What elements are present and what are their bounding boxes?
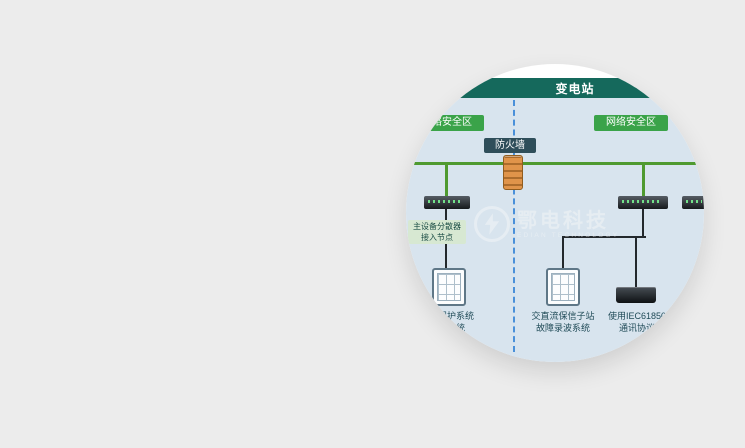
security-zone-badge-right: 网络安全区	[594, 115, 668, 131]
caption-left-line2: 测控系统	[428, 323, 465, 333]
brand-text: 鄂电科技 EDIAN TECHNOLOGY	[517, 210, 619, 239]
caption-middle-device: 交直流保信子站 故障录波系统	[524, 310, 602, 334]
substation-title: 变电站	[555, 81, 595, 96]
switch-led-strip	[686, 200, 702, 203]
network-switch-left	[424, 196, 470, 209]
caption-left-device: 继电保护系统 测控系统	[408, 310, 486, 334]
access-node-note-line1: 主设备分散器	[413, 222, 461, 231]
network-bus-line	[412, 162, 700, 165]
caption-left-line1: 继电保护系统	[419, 311, 474, 321]
connector-recorder-device	[635, 236, 637, 288]
caption-right-line2: 通讯协议	[618, 323, 655, 333]
firewall-icon	[503, 155, 523, 190]
switch-led-strip	[428, 200, 462, 203]
firewall-label: 防火墙	[484, 138, 536, 153]
access-node-note: 主设备分散器 接入节点	[408, 220, 466, 244]
brand-watermark: 鄂电科技 EDIAN TECHNOLOGY	[474, 206, 619, 242]
connector-right-switch-down	[642, 209, 644, 237]
lightning-bolt-icon	[484, 213, 500, 235]
brand-logo-icon	[474, 206, 510, 242]
protection-device-middle	[546, 268, 580, 306]
device-panel-grid	[551, 273, 575, 301]
caption-middle-line1: 交直流保信子站	[531, 311, 595, 321]
bus-uplink-left	[445, 164, 448, 196]
brand-subtitle: EDIAN TECHNOLOGY	[517, 231, 620, 239]
connector-right-branch	[562, 236, 646, 238]
bus-uplink-right	[642, 164, 645, 196]
network-switch-right	[618, 196, 668, 209]
caption-middle-line2: 故障录波系统	[535, 323, 590, 333]
network-switch-clipped	[682, 196, 704, 209]
brand-name: 鄂电科技	[517, 209, 609, 232]
protection-device-left	[432, 268, 466, 306]
network-diagram-circle: 变电站 网络安全区 网络安全区 防火墙 主设备分散器 接入节点	[406, 64, 704, 362]
caption-right-line1: 使用IEC61850	[607, 311, 667, 321]
access-node-note-line2: 接入节点	[421, 233, 453, 242]
device-panel-grid	[437, 273, 461, 301]
switch-led-strip	[622, 200, 660, 203]
substation-header-band: 变电站	[406, 78, 704, 98]
caption-right-device: 使用IEC61850 通讯协议	[600, 310, 674, 334]
fault-recorder-device	[616, 287, 656, 303]
security-zone-badge-left: 网络安全区	[410, 115, 484, 131]
security-zone-divider-line	[513, 100, 515, 352]
connector-middle-device	[562, 236, 564, 269]
